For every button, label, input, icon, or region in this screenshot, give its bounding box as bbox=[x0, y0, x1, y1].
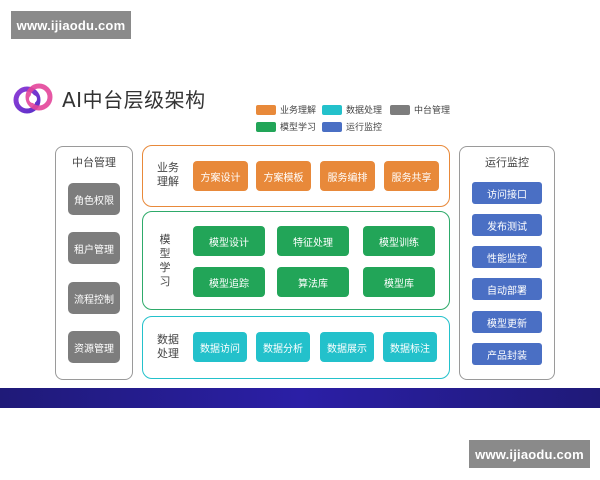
left-panel-title: 中台管理 bbox=[72, 156, 116, 169]
legend-swatch bbox=[256, 121, 276, 132]
legend-swatch bbox=[322, 121, 342, 132]
watermark-top: www.ijiaodu.com bbox=[11, 11, 131, 39]
layer-business: 业务 理解 方案设计 方案模板 服务编排 服务共享 bbox=[142, 145, 450, 207]
legend-swatch bbox=[256, 104, 276, 115]
box-model-training: 模型训练 bbox=[363, 226, 435, 256]
left-panel-management: 中台管理 角色权限 租户管理 流程控制 资源管理 bbox=[55, 146, 133, 380]
box-role-permission: 角色权限 bbox=[68, 183, 120, 215]
layer-business-label: 业务 理解 bbox=[157, 161, 179, 188]
legend-item-model: 模型学习 bbox=[256, 120, 316, 133]
box-service-orchestration: 服务编排 bbox=[320, 161, 375, 191]
layer-data-label: 数据 处理 bbox=[157, 333, 179, 360]
box-data-analysis: 数据分析 bbox=[256, 332, 310, 362]
box-access-interface: 访问接口 bbox=[472, 182, 542, 204]
box-solution-template: 方案模板 bbox=[256, 161, 311, 191]
legend: 业务理解 数据处理 中台管理 模型学习 运行监控 bbox=[256, 103, 476, 133]
box-solution-design: 方案设计 bbox=[193, 161, 248, 191]
box-feature-processing: 特征处理 bbox=[277, 226, 349, 256]
legend-label: 中台管理 bbox=[414, 106, 451, 116]
right-panel-monitor: 运行监控 访问接口 发布测试 性能监控 自动部署 模型更新 产品封装 bbox=[459, 146, 555, 380]
legend-swatch bbox=[322, 104, 342, 115]
box-product-package: 产品封装 bbox=[472, 343, 542, 365]
box-release-test: 发布测试 bbox=[472, 214, 542, 236]
legend-item-data: 数据处理 bbox=[322, 103, 382, 116]
layer-model-label: 模 型 学 习 bbox=[159, 233, 171, 288]
legend-label: 模型学习 bbox=[280, 123, 317, 133]
legend-label: 数据处理 bbox=[346, 106, 383, 116]
layer-data: 数据 处理 数据访问 数据分析 数据展示 数据标注 bbox=[142, 316, 450, 379]
box-data-annotation: 数据标注 bbox=[383, 332, 437, 362]
box-service-sharing: 服务共享 bbox=[384, 161, 439, 191]
box-resource-management: 资源管理 bbox=[68, 331, 120, 363]
legend-label: 业务理解 bbox=[280, 106, 317, 116]
box-data-access: 数据访问 bbox=[193, 332, 247, 362]
layer-model: 模 型 学 习 模型设计 特征处理 模型训练 模型追踪 算法库 模型库 bbox=[142, 211, 450, 310]
box-algorithm-library: 算法库 bbox=[277, 267, 349, 297]
box-model-update: 模型更新 bbox=[472, 311, 542, 333]
box-tenant-management: 租户管理 bbox=[68, 232, 120, 264]
page-title: AI中台层级架构 bbox=[62, 88, 206, 112]
legend-label: 运行监控 bbox=[346, 123, 383, 133]
logo-icon bbox=[13, 83, 53, 114]
box-model-tracking: 模型追踪 bbox=[193, 267, 265, 297]
legend-item-business: 业务理解 bbox=[256, 103, 316, 116]
right-panel-title: 运行监控 bbox=[485, 156, 529, 169]
box-process-control: 流程控制 bbox=[68, 282, 120, 314]
box-model-library: 模型库 bbox=[363, 267, 435, 297]
legend-item-monitor: 运行监控 bbox=[322, 120, 382, 133]
box-auto-deploy: 自动部署 bbox=[472, 278, 542, 300]
box-model-design: 模型设计 bbox=[193, 226, 265, 256]
watermark-bottom: www.ijiaodu.com bbox=[469, 440, 590, 468]
legend-swatch bbox=[390, 104, 410, 115]
box-data-display: 数据展示 bbox=[320, 332, 374, 362]
legend-item-management: 中台管理 bbox=[390, 103, 450, 116]
footer-band bbox=[0, 388, 600, 408]
box-performance-monitor: 性能监控 bbox=[472, 246, 542, 268]
